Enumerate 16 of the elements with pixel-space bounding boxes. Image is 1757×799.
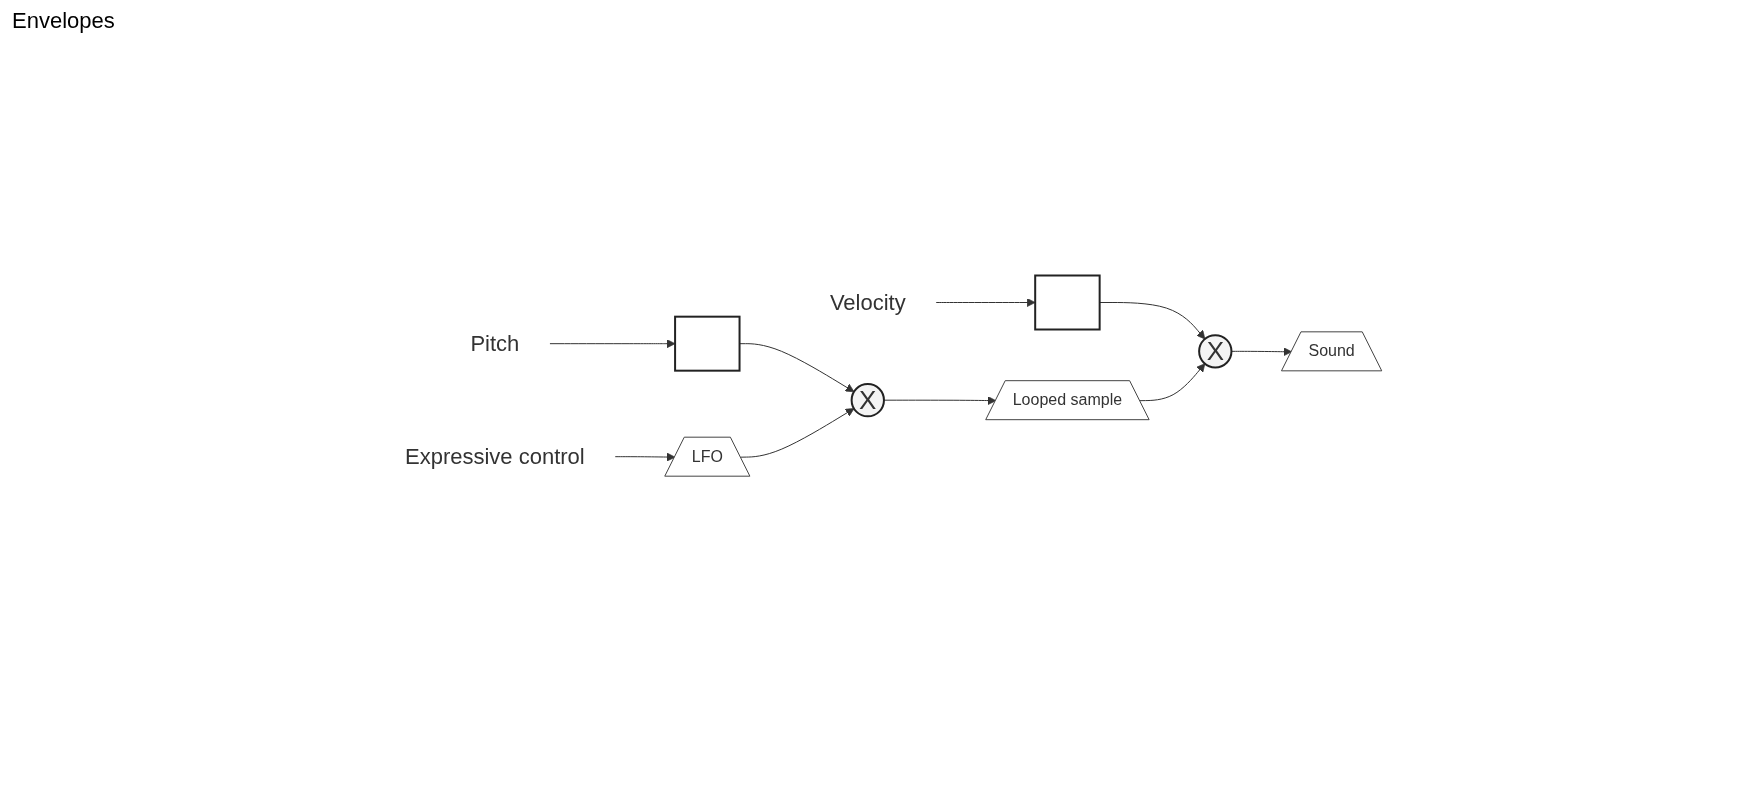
arrow (1139, 363, 1206, 402)
note-label: Envelopes (12, 8, 115, 34)
node-text: Velocity (830, 290, 906, 316)
node-circle: X (1198, 334, 1233, 369)
arrow (935, 298, 1036, 308)
arrow (739, 343, 855, 393)
node-box (674, 316, 741, 373)
arrow (1231, 347, 1293, 357)
arrow (1099, 302, 1206, 340)
node-box (1034, 274, 1101, 331)
node-text: Expressive control (405, 444, 585, 470)
arrow (614, 453, 676, 462)
arrow (740, 408, 855, 459)
node-circle: X (850, 383, 886, 418)
arrow (548, 339, 676, 349)
node-text: Pitch (470, 331, 520, 357)
